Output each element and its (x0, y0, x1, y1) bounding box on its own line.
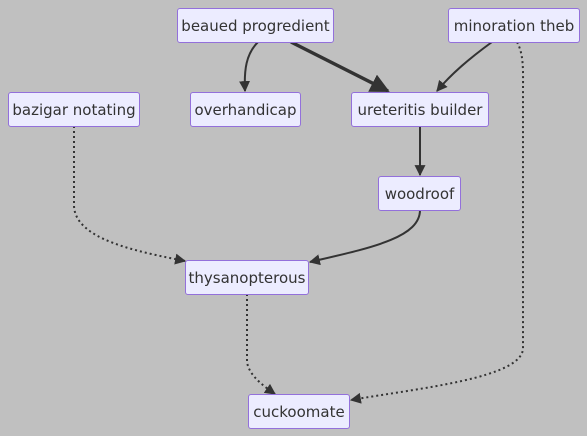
edge-minoration-to-cuckoomate (349, 41, 525, 404)
edge-beaued-to-overhandicap (239, 41, 259, 93)
node-bazigar-notating[interactable]: bazigar notating (8, 92, 140, 127)
node-cuckoomate[interactable]: cuckoomate (248, 394, 350, 429)
edge-minoration-to-ureteritis (436, 41, 493, 92)
node-overhandicap[interactable]: overhandicap (190, 92, 301, 127)
edge-beaued-to-ureteritis (290, 40, 390, 93)
edge-woodroof-to-thysanopterous (308, 209, 421, 266)
node-beaued-progredient[interactable]: beaued progredient (177, 8, 334, 43)
node-woodroof[interactable]: woodroof (378, 176, 461, 211)
edge-bazigar-to-thysanopterous (73, 126, 187, 265)
node-thysanopterous[interactable]: thysanopterous (185, 260, 309, 295)
node-minoration-theb[interactable]: minoration theb (448, 8, 580, 43)
node-ureteritis-builder[interactable]: ureteritis builder (351, 92, 489, 127)
edge-thysanopterous-to-cuckoomate (246, 294, 276, 395)
